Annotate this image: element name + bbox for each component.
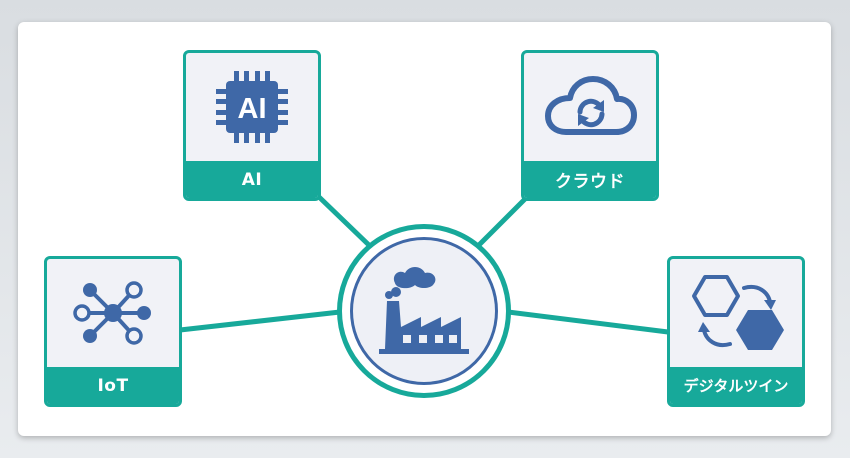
cloud-card: クラウド <box>521 50 659 201</box>
ai-chip-text: AI <box>238 93 267 125</box>
connector-iot <box>179 309 341 333</box>
network-nodes-icon <box>47 259 179 367</box>
cloud-sync-icon <box>524 53 656 161</box>
digital-twin-card: デジタルツイン <box>667 256 805 407</box>
connector-cloud <box>474 194 530 250</box>
connector-digital-twin <box>507 309 669 335</box>
iot-card: IoT <box>44 256 182 407</box>
iot-label: IoT <box>47 367 179 404</box>
center-hub <box>337 224 511 398</box>
digital-twin-label: デジタルツイン <box>670 367 802 404</box>
ai-chip-icon: AI <box>186 53 318 161</box>
ai-label: AI <box>186 161 318 198</box>
hexagon-cycle-icon <box>670 259 802 367</box>
ai-card: AI AI <box>183 50 321 201</box>
connector-ai <box>316 194 374 250</box>
cloud-label: クラウド <box>524 161 656 198</box>
factory-icon <box>350 237 498 385</box>
